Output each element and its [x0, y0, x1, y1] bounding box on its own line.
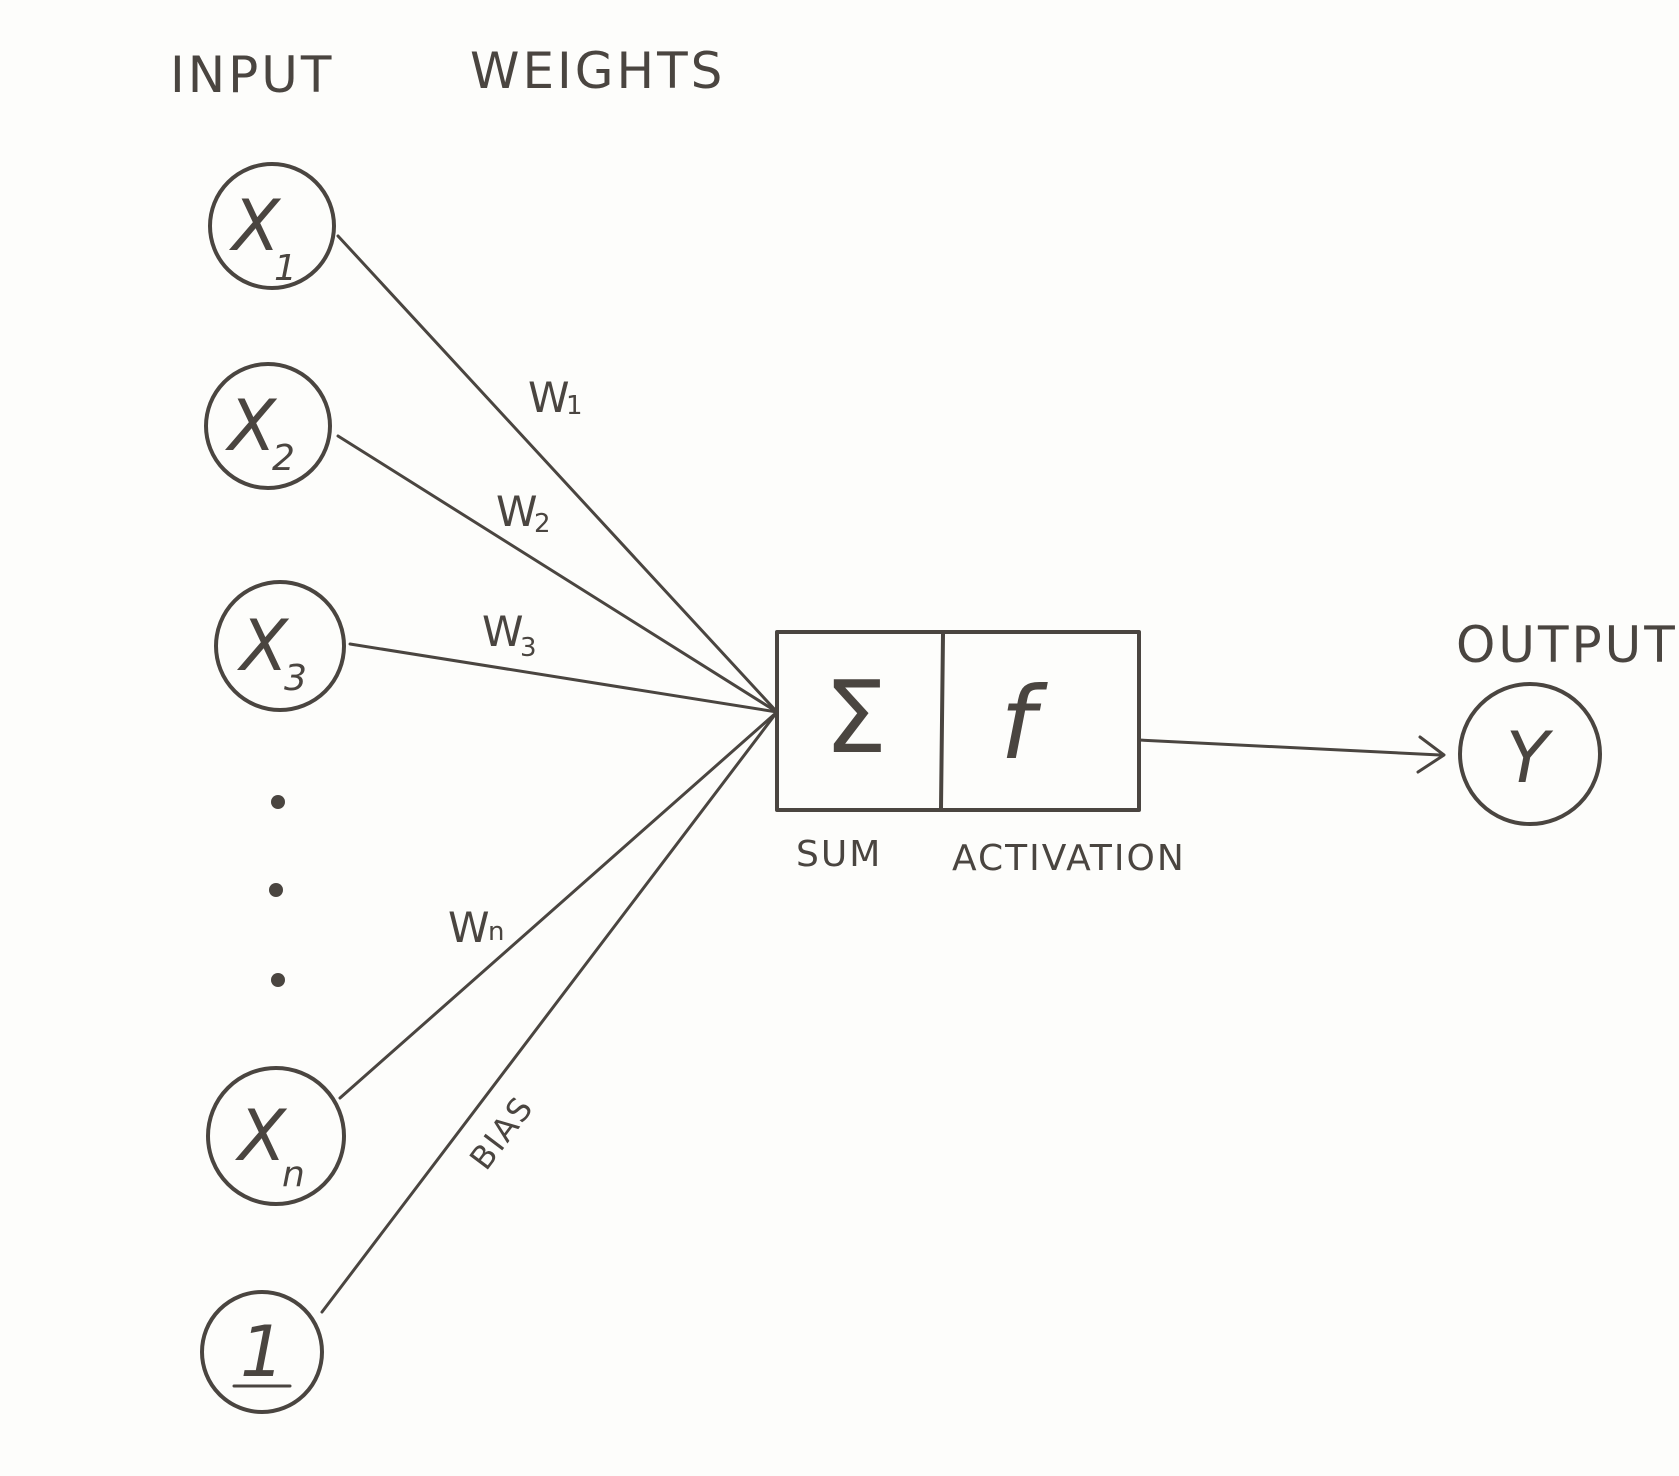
- input-node-xn: X n: [206, 1066, 346, 1206]
- weight-w1-label: W: [528, 373, 570, 422]
- input-node-x2-sub: 2: [272, 438, 295, 479]
- input-node-xn-label: X: [234, 1095, 288, 1177]
- ellipsis-dot: [271, 973, 285, 987]
- input-node-x3: X 3: [214, 580, 346, 712]
- sum-activation-divider: [939, 632, 945, 810]
- output-arrow-head: [1416, 735, 1446, 774]
- input-heading: INPUT: [170, 46, 334, 104]
- edge-bias: [320, 710, 779, 1314]
- edge-x2: [336, 434, 779, 714]
- bias-node: 1: [200, 1290, 324, 1414]
- input-node-x1-label: X: [228, 185, 282, 267]
- output-node: Y: [1458, 682, 1602, 826]
- output-node-label: Y: [1506, 717, 1554, 799]
- activation-caption: ACTIVATION: [952, 838, 1186, 879]
- sum-caption: SUM: [796, 834, 882, 875]
- weight-w2: W 2: [496, 487, 551, 539]
- input-node-x2-label: X: [224, 385, 278, 467]
- weight-wn-sub: n: [488, 917, 504, 947]
- input-node-x1-sub: 1: [274, 248, 297, 289]
- ellipsis-dot: [271, 795, 285, 809]
- edge-xn: [338, 710, 779, 1100]
- sum-activation-outline: [775, 630, 1141, 812]
- input-node-x3-label: X: [236, 605, 290, 687]
- input-node-x2: X 2: [204, 362, 332, 490]
- input-node-x1: X 1: [208, 162, 336, 290]
- weight-w3-sub: 3: [520, 633, 537, 663]
- sum-activation-box: Σ f: [775, 630, 1141, 812]
- weights-heading: WEIGHTS: [470, 42, 725, 100]
- bias-label: BIAS: [462, 1089, 541, 1177]
- weight-w3-label: W: [482, 607, 524, 656]
- weight-wn-label: W: [448, 903, 490, 952]
- output-heading: OUTPUT: [1456, 616, 1678, 674]
- weight-wn: W n: [448, 903, 504, 952]
- weight-w1: W 1: [528, 373, 583, 422]
- weight-w1-sub: 1: [566, 391, 583, 421]
- input-node-x3-sub: 3: [284, 658, 307, 699]
- edge-x3: [348, 642, 779, 714]
- ellipsis-dot: [269, 883, 283, 897]
- weight-w2-sub: 2: [534, 509, 551, 539]
- edge-x1: [336, 234, 779, 714]
- input-node-xn-sub: n: [282, 1154, 305, 1195]
- output-arrow-line: [1137, 738, 1442, 757]
- bias-node-label: 1: [240, 1311, 285, 1393]
- weight-w3: W 3: [482, 607, 537, 663]
- weight-w2-label: W: [496, 487, 538, 536]
- sum-symbol: Σ: [824, 659, 887, 776]
- activation-symbol: f: [1000, 665, 1048, 782]
